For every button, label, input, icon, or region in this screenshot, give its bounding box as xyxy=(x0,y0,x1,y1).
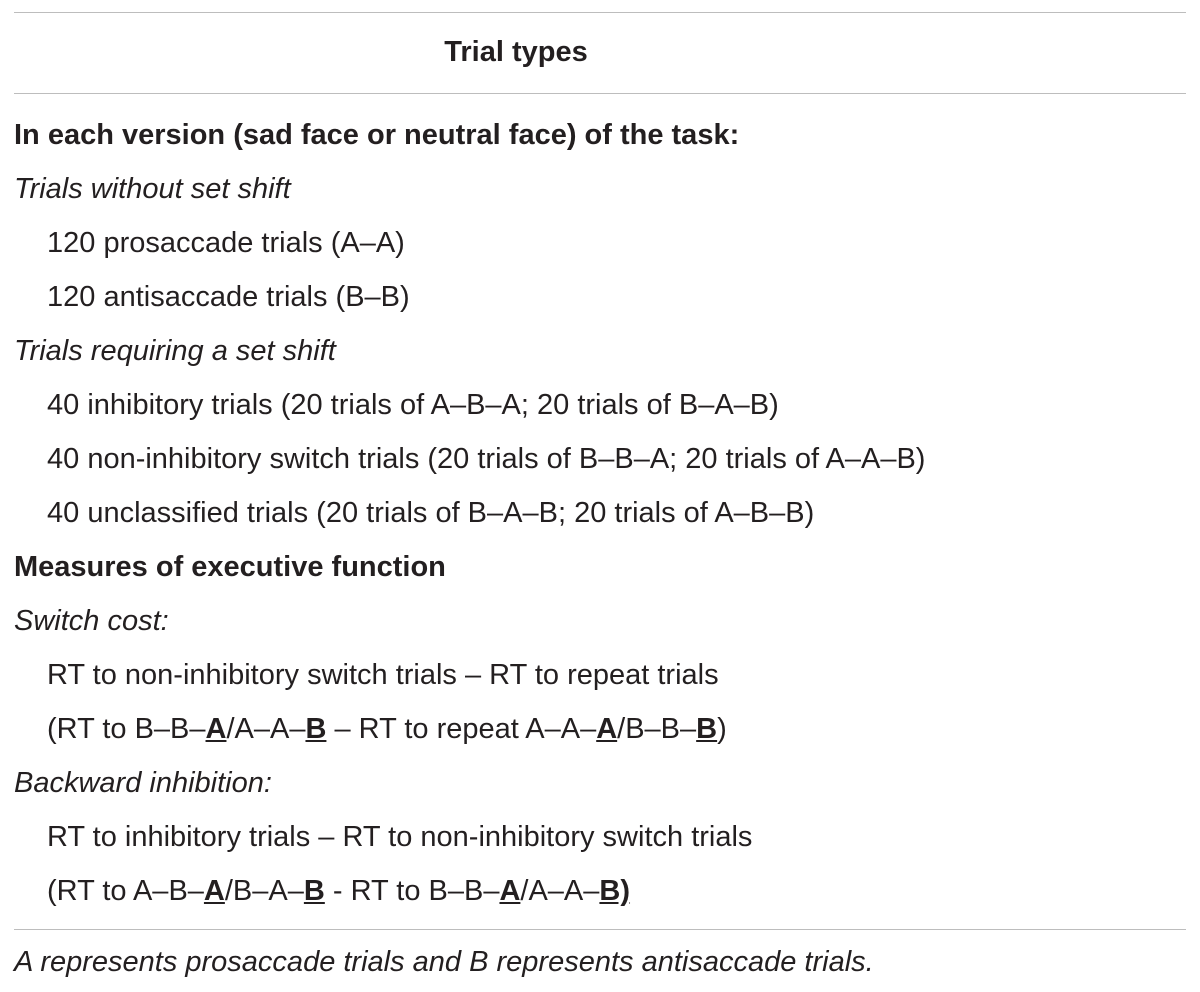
table-header: Trial types xyxy=(444,36,588,68)
detail-emphasis: B xyxy=(303,875,325,907)
list-item: 120 antisaccade trials (B–B) xyxy=(47,281,410,313)
detail-text: /B–B– xyxy=(617,713,697,745)
group-label-set-shift: Trials requiring a set shift xyxy=(14,335,336,367)
detail-emphasis: B xyxy=(305,713,327,745)
measure-label-backward-inhibition: Backward inhibition: xyxy=(14,767,272,799)
section-heading-task-versions: In each version (sad face or neutral fac… xyxy=(14,119,740,151)
detail-emphasis: B xyxy=(696,713,718,745)
detail-text: (RT to B–B– xyxy=(47,713,206,745)
detail-text: /A–A– xyxy=(520,875,600,907)
detail-emphasis: B) xyxy=(599,875,631,907)
table-footnote: A represents prosaccade trials and B rep… xyxy=(14,946,874,978)
list-item: 40 inhibitory trials (20 trials of A–B–A… xyxy=(47,389,779,421)
top-rule xyxy=(14,12,1186,13)
section-heading-executive-function: Measures of executive function xyxy=(14,551,446,583)
switch-cost-detail: (RT to B–B–A/A–A–B – RT to repeat A–A–A/… xyxy=(14,702,1186,756)
header-rule xyxy=(14,93,1186,94)
bottom-rule xyxy=(14,929,1186,930)
detail-emphasis: A xyxy=(203,875,225,907)
detail-emphasis: A xyxy=(205,713,227,745)
detail-text: - RT to B–B– xyxy=(324,875,500,907)
detail-text: – RT to repeat A–A– xyxy=(326,713,597,745)
detail-text: /B–A– xyxy=(224,875,304,907)
detail-text: /A–A– xyxy=(226,713,306,745)
backward-inhibition-detail: (RT to A–B–A/B–A–B - RT to B–B–A/A–A–B) xyxy=(14,864,1186,918)
group-label-without-set-shift: Trials without set shift xyxy=(14,173,291,205)
detail-emphasis: A xyxy=(596,713,618,745)
table-body: In each version (sad face or neutral fac… xyxy=(14,108,1186,918)
list-item: 120 prosaccade trials (A–A) xyxy=(47,227,405,259)
list-item: 40 non-inhibitory switch trials (20 tria… xyxy=(47,443,926,475)
detail-text: ) xyxy=(717,713,727,745)
backward-inhibition-formula: RT to inhibitory trials – RT to non-inhi… xyxy=(47,821,753,853)
detail-text: (RT to A–B– xyxy=(47,875,204,907)
switch-cost-formula: RT to non-inhibitory switch trials – RT … xyxy=(47,659,719,691)
detail-emphasis: A xyxy=(499,875,521,907)
measure-label-switch-cost: Switch cost: xyxy=(14,605,169,637)
list-item: 40 unclassified trials (20 trials of B–A… xyxy=(47,497,815,529)
